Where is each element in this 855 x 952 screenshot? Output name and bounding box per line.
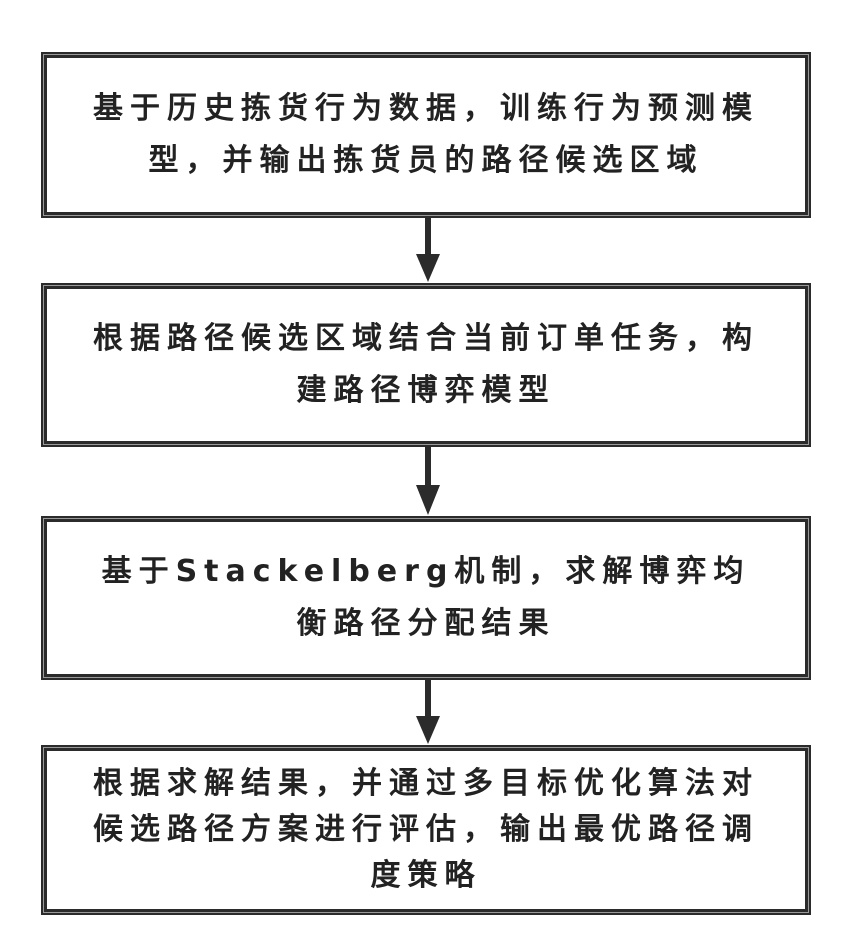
step-text-1: 基于历史拣货行为数据，训练行为预测模型，并输出拣货员的路径候选区域 <box>76 83 776 187</box>
step-text-3: 基于Stackelberg机制，求解博弈均衡路径分配结果 <box>96 546 756 650</box>
arrow-down-icon <box>404 447 452 516</box>
step-box-3: 基于Stackelberg机制，求解博弈均衡路径分配结果 <box>41 516 811 680</box>
step-box-4: 根据求解结果，并通过多目标优化算法对候选路径方案进行评估，输出最优路径调度策略 <box>41 745 811 915</box>
step-text-4: 根据求解结果，并通过多目标优化算法对候选路径方案进行评估，输出最优路径调度策略 <box>76 761 776 899</box>
step-text-2: 根据路径候选区域结合当前订单任务，构建路径博弈模型 <box>76 313 776 417</box>
step-box-1: 基于历史拣货行为数据，训练行为预测模型，并输出拣货员的路径候选区域 <box>41 52 811 218</box>
arrow-down-icon <box>404 680 452 745</box>
step-box-2: 根据路径候选区域结合当前订单任务，构建路径博弈模型 <box>41 283 811 447</box>
arrow-down-icon <box>404 218 452 283</box>
